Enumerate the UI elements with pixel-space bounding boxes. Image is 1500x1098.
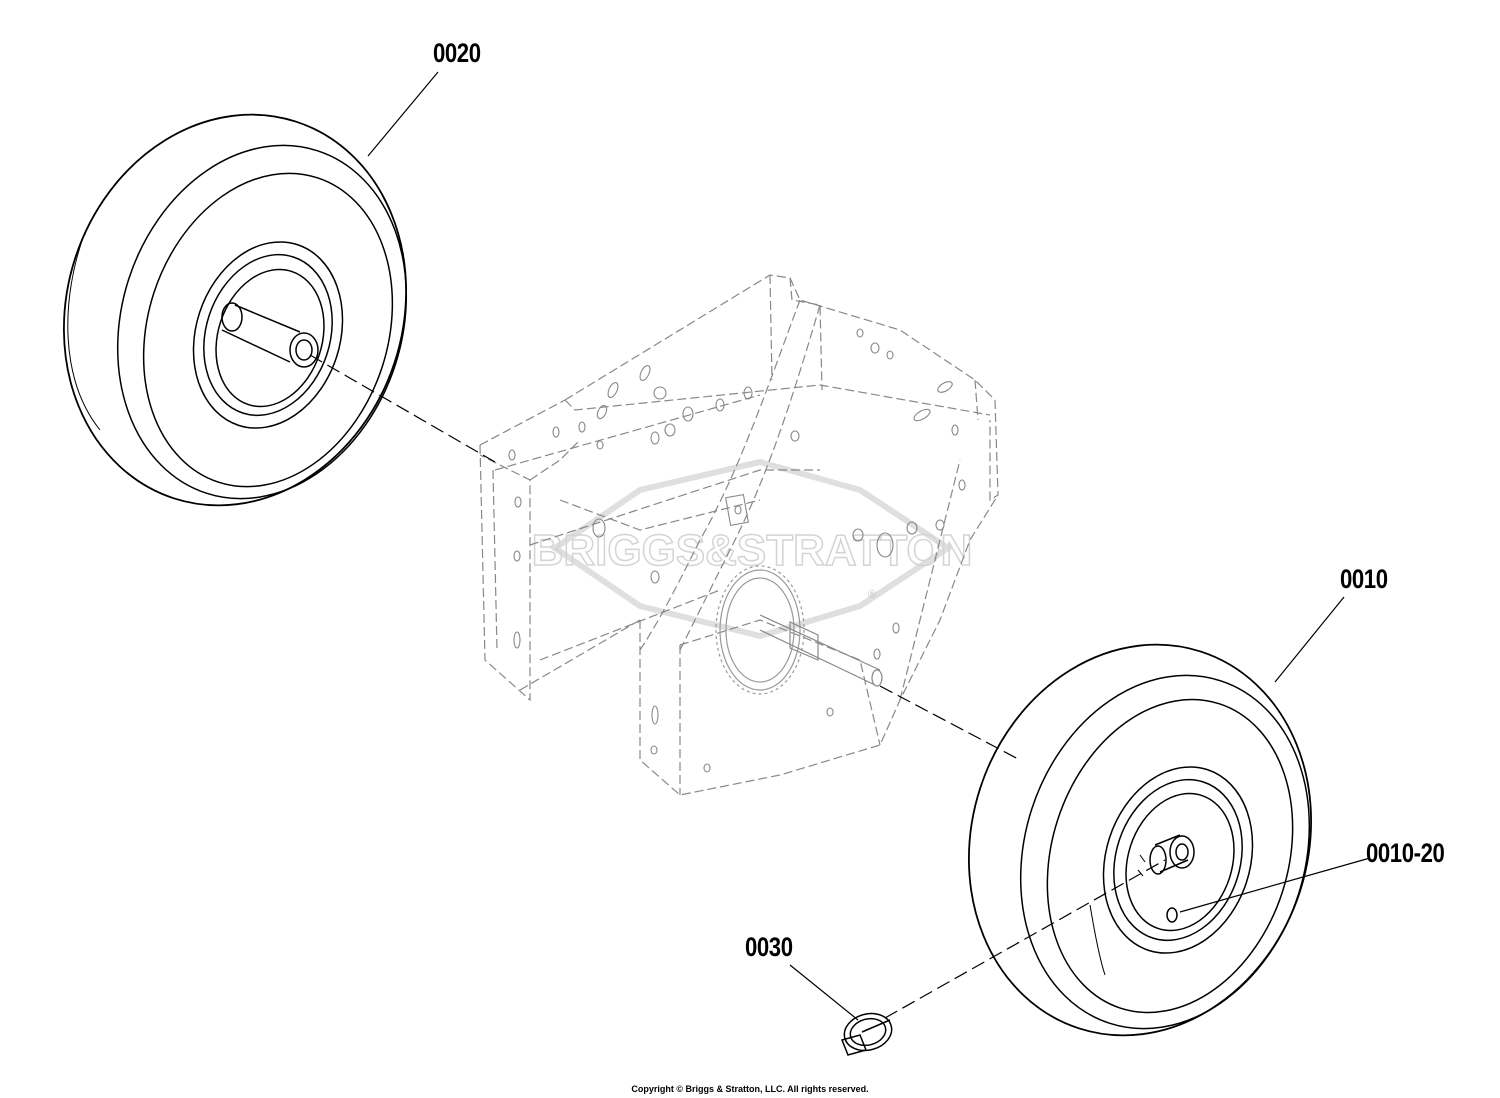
frame-holes [508,328,966,773]
leader-line-0030 [789,964,859,1021]
lynch-pin-0030 [840,1012,893,1056]
leader-lines [367,71,1371,1021]
callout-label-0030: 0030 [745,932,793,962]
callout-label-0010: 0010 [1340,564,1388,594]
leader-line-0010-20 [1179,857,1371,913]
assembly-line-left-wheel [309,354,496,463]
valve-stem-0010-20 [1166,907,1178,923]
right-wheel-0010 [968,643,1312,1037]
callout-label-0010-20: 0010-20 [1366,838,1445,868]
assembly-line-right-wheel [879,685,1021,761]
watermark-hexagon-outline [549,458,954,640]
assembly-lines [309,354,1166,1019]
copyright-notice: Copyright © Briggs & Stratton, LLC. All … [631,1084,869,1094]
leader-line-0020 [367,71,439,157]
left-wheel-0020 [63,113,408,507]
leader-line-0010 [1274,596,1345,683]
watermark-registered-mark: ® [868,589,876,601]
briggs-stratton-watermark: BRIGGS&STRATTON ® [531,458,973,640]
assembly-line-lynch-pin [884,859,1166,1019]
callout-label-0020: 0020 [433,38,481,68]
axle-shaft [759,614,883,687]
